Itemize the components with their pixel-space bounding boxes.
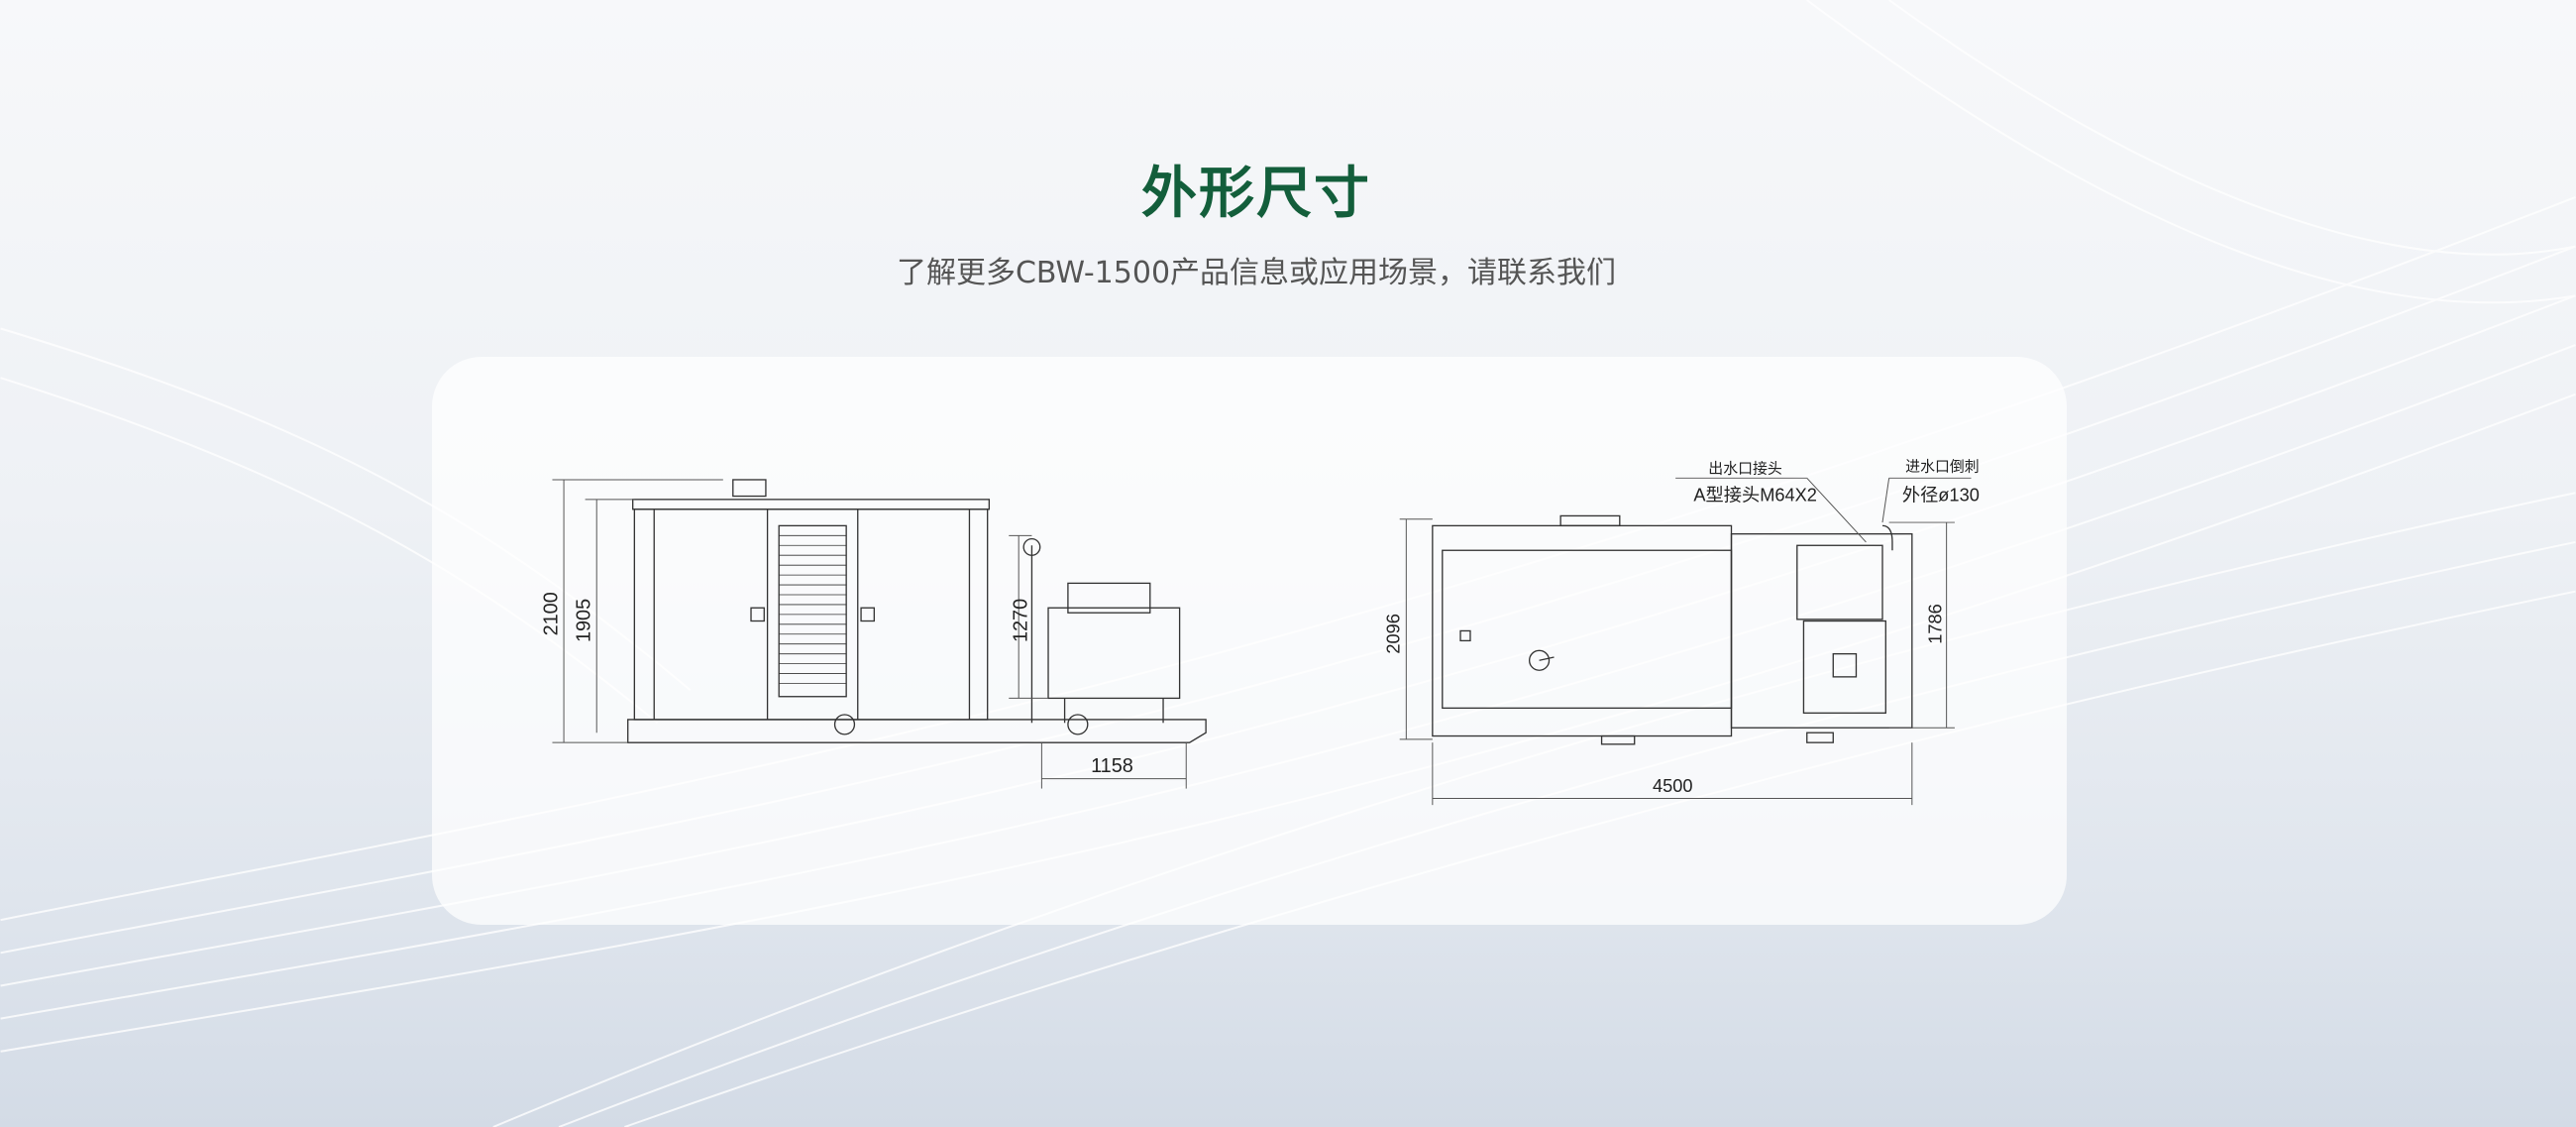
- page-title: 外形尺寸: [1141, 162, 1371, 226]
- outlet-callout-title: 出水口接头: [1708, 460, 1782, 477]
- dim-1158: 1158: [1091, 755, 1133, 777]
- dim-2096: 2096: [1383, 614, 1404, 654]
- top-view-drawing: [1432, 514, 1913, 745]
- page-subtitle: 了解更多CBW-1500产品信息或应用场景，请联系我们: [896, 256, 1617, 290]
- dim-1786: 1786: [1925, 604, 1946, 644]
- inlet-callout-title: 进水口倒刺: [1905, 459, 1980, 476]
- outlet-callout-spec: A型接头M64X2: [1693, 485, 1817, 506]
- dim-2100: 2100: [540, 592, 562, 635]
- side-view-drawing: [627, 479, 1207, 743]
- dim-1270: 1270: [1010, 599, 1031, 642]
- top-view-dimensions: [1399, 477, 1972, 806]
- dim-4500: 4500: [1653, 775, 1693, 796]
- side-view-dimensions: [552, 479, 1187, 789]
- dim-1905: 1905: [574, 599, 595, 642]
- drawing-card: [432, 357, 2067, 925]
- inlet-callout-spec: 外径ø130: [1902, 485, 1980, 506]
